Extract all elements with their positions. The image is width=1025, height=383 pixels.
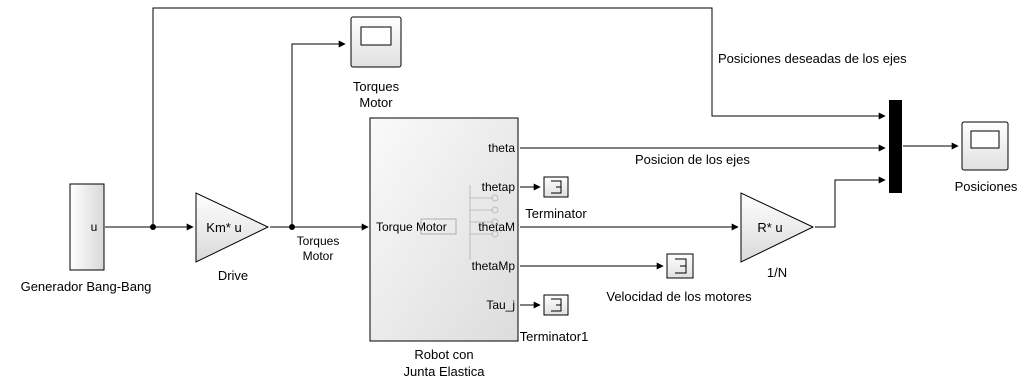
terminator-icon [551,180,562,194]
robot-out-port-thetap: thetap [482,180,516,194]
inverse-gain-name: 1/N [767,265,787,280]
scope-icon [360,26,392,46]
robot-out-port-tauj: Tau_j [486,298,515,312]
velocity-terminator-block[interactable] [666,253,694,279]
source-block-name: Generador Bang-Bang [21,279,152,294]
positions-scope-name: Posiciones [955,179,1018,194]
inverse-gain-block[interactable]: R* u [740,192,815,263]
velocity-terminator-name: Velocidad de los motores [606,289,752,304]
desired-positions-signal-label: Posiciones deseadas de los ejes [718,51,907,66]
robot-in-port-label: Torque Motor [376,220,447,234]
terminator-icon [551,298,562,312]
terminator1-name: Terminator1 [520,329,589,344]
terminator-icon [675,258,687,274]
scope-icon [970,130,1000,149]
robot-block-name-2: Junta Elastica [404,364,486,379]
terminator1-block[interactable] [543,294,569,316]
robot-out-port-thetaM: thetaM [478,220,515,234]
inverse-gain-expr: R* u [757,220,782,235]
wire-torques-scope[interactable] [291,40,346,227]
robot-out-port-thetaMp: thetaMp [472,259,516,273]
terminator-name: Terminator [525,206,587,221]
torques-signal-label-2: Motor [303,249,334,263]
branch-point [150,224,156,230]
robot-block-name: Robot con [414,347,473,362]
robot-out-port-theta: theta [488,141,515,155]
torques-signal-label: Torques [297,234,340,248]
actual-positions-signal-label: Posicion de los ejes [635,152,750,167]
positions-scope-block[interactable] [961,121,1009,171]
robot-subsystem-block[interactable]: Torque Motor theta thetap thetaM thetaMp… [369,117,519,342]
in-port-highlight [420,218,457,235]
torques-scope-block[interactable] [350,16,402,68]
wire-gain-mux[interactable] [815,176,886,228]
branch-point [289,224,295,230]
torques-scope-name-2: Motor [359,95,393,110]
torques-scope-name: Torques [353,79,400,94]
signal-builder-block[interactable]: u [69,183,105,271]
wire-desired-positions[interactable] [152,7,886,227]
signal-lines [105,7,959,309]
drive-gain-expr: Km* u [206,220,241,235]
subsystem-internal-icon [469,185,499,260]
drive-block-name: Drive [218,268,248,283]
mux-block[interactable] [889,100,902,193]
drive-gain-block[interactable]: Km* u [195,192,270,263]
terminator-block[interactable] [543,176,569,198]
source-port-label: u [91,220,98,234]
